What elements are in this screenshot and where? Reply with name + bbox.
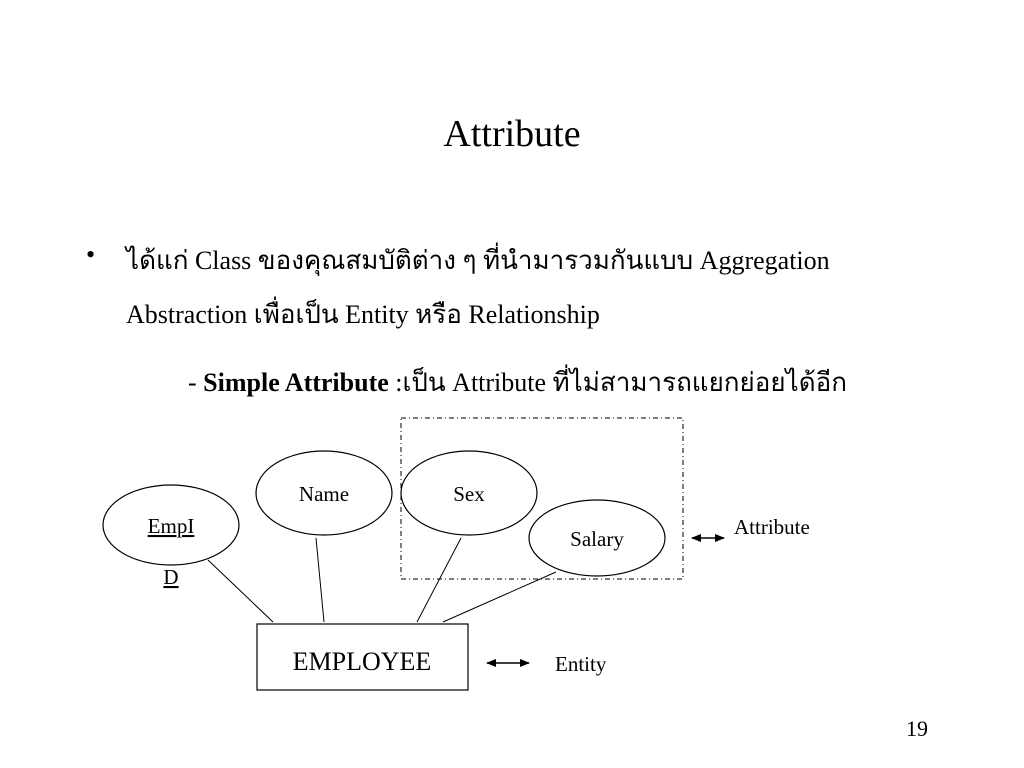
- bullet-text-line-1: ได้แก่ Class ของคุณสมบัติต่าง ๆ ที่นำมาร…: [126, 246, 830, 275]
- attribute-empid-label-1: EmpI: [148, 514, 195, 538]
- entity-employee-box: [256, 623, 469, 691]
- bullet-dot: •: [86, 240, 96, 269]
- attribute-salary-ellipse: [528, 499, 666, 577]
- connector-salary: [442, 571, 557, 623]
- page-number: 19: [906, 716, 928, 741]
- attribute-name-label: Name: [299, 482, 349, 506]
- connector-sex: [416, 537, 462, 623]
- attribute-salary-label: Salary: [570, 527, 624, 551]
- sub-bullet: - Simple Attribute :เป็น Attribute ที่ไม…: [188, 362, 847, 403]
- attribute-sex-label: Sex: [453, 482, 485, 506]
- sub-bullet-definition: :เป็น Attribute ที่ไม่สามารถแยกย่อยได้อี…: [388, 368, 847, 397]
- attribute-sex-ellipse: [400, 450, 538, 536]
- entity-employee-label: EMPLOYEE: [293, 647, 432, 676]
- connector-name: [315, 537, 325, 623]
- attribute-empid-ellipse: [102, 484, 240, 566]
- bullet-text-line-2: Abstraction เพื่อเป็น Entity หรือ Relati…: [126, 300, 600, 329]
- connector-empid: [207, 559, 274, 623]
- attribute-empid-label-2: D: [163, 565, 178, 589]
- sub-bullet-term: Simple Attribute: [203, 368, 389, 397]
- sub-bullet-dash: -: [188, 368, 204, 397]
- attribute-legend-label: Attribute: [734, 515, 810, 539]
- entity-legend-label: Entity: [555, 652, 607, 676]
- attribute-name-ellipse: [255, 450, 393, 536]
- slide-title: Attribute: [443, 113, 581, 155]
